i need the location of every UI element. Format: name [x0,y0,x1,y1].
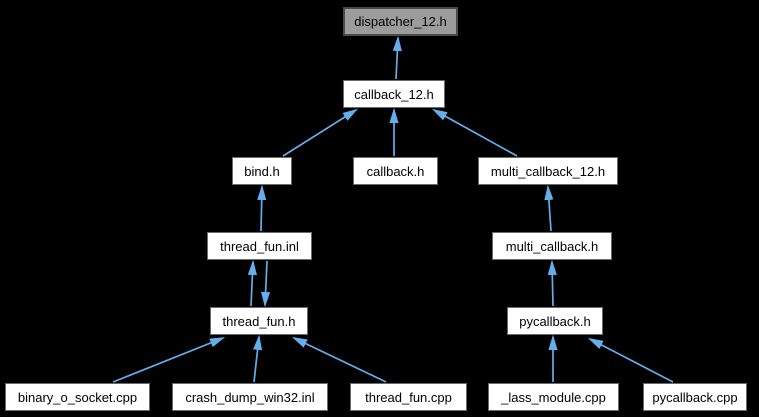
graph-node-label: crash_dump_win32.inl [185,389,315,405]
edge-thread_fun_inl-to-thread_fun_h [261,260,271,308]
graph-node-_lass_module_cpp[interactable]: _lass_module.cpp [488,383,619,411]
graph-node-pycallback_cpp[interactable]: pycallback.cpp [643,383,747,411]
graph-node-thread_fun_h[interactable]: thread_fun.h [210,307,308,335]
graph-node-callback_12_h[interactable]: callback_12.h [343,80,445,108]
edge-multi_callback_12_h-to-callback_12_h [431,108,518,157]
graph-node-label: thread_fun.h [222,313,296,329]
edge-callback_12_h-to-dispatcher_12_h [392,35,402,80]
edge-thread_fun_cpp-to-thread_fun_h [291,337,387,383]
graph-node-label: dispatcher_12.h [354,14,447,29]
edge-pycallback_h-to-multi_callback_h [547,259,557,307]
edge-multi_callback_h-to-multi_callback_12_h [544,184,554,232]
edge-crash_dump_win32_inl-to-thread_fun_h [253,334,263,383]
graph-node-label: bind.h [244,163,280,179]
graph-node-label: binary_o_socket.cpp [17,389,138,405]
edge-bind_h-to-callback_12_h [282,108,358,157]
graph-node-label: multi_callback.h [505,238,599,254]
graph-node-callback_h[interactable]: callback.h [353,157,438,185]
graph-node-dispatcher_12_h: dispatcher_12.h [343,7,458,36]
edge-thread_fun_inl-to-bind_h [257,184,267,232]
graph-node-label: callback_12.h [354,86,434,102]
graph-node-thread_fun_inl[interactable]: thread_fun.inl [207,232,312,260]
graph-node-label: multi_callback_12.h [490,163,606,179]
graph-node-label: pycallback.cpp [652,389,738,405]
graph-node-multi_callback_12_h[interactable]: multi_callback_12.h [478,157,618,185]
graph-node-label: pycallback.h [519,313,591,329]
edge-binary_o_socket_cpp-to-thread_fun_h [112,337,226,383]
graph-node-label: callback.h [366,163,425,179]
graph-node-label: thread_fun.inl [220,238,299,254]
graph-node-bind_h[interactable]: bind.h [232,157,292,185]
graph-node-pycallback_h[interactable]: pycallback.h [507,307,603,335]
graph-node-multi_callback_h[interactable]: multi_callback.h [492,232,612,260]
graph-node-thread_fun_cpp[interactable]: thread_fun.cpp [350,383,467,411]
graph-node-crash_dump_win32_inl[interactable]: crash_dump_win32.inl [172,383,328,411]
edge-thread_fun_h-to-thread_fun_inl [247,259,257,307]
graph-node-binary_o_socket_cpp[interactable]: binary_o_socket.cpp [5,383,150,411]
edge-pycallback_cpp-to-pycallback_h [587,337,674,383]
graph-node-label: _lass_module.cpp [501,389,606,405]
graph-node-label: thread_fun.cpp [365,389,452,405]
